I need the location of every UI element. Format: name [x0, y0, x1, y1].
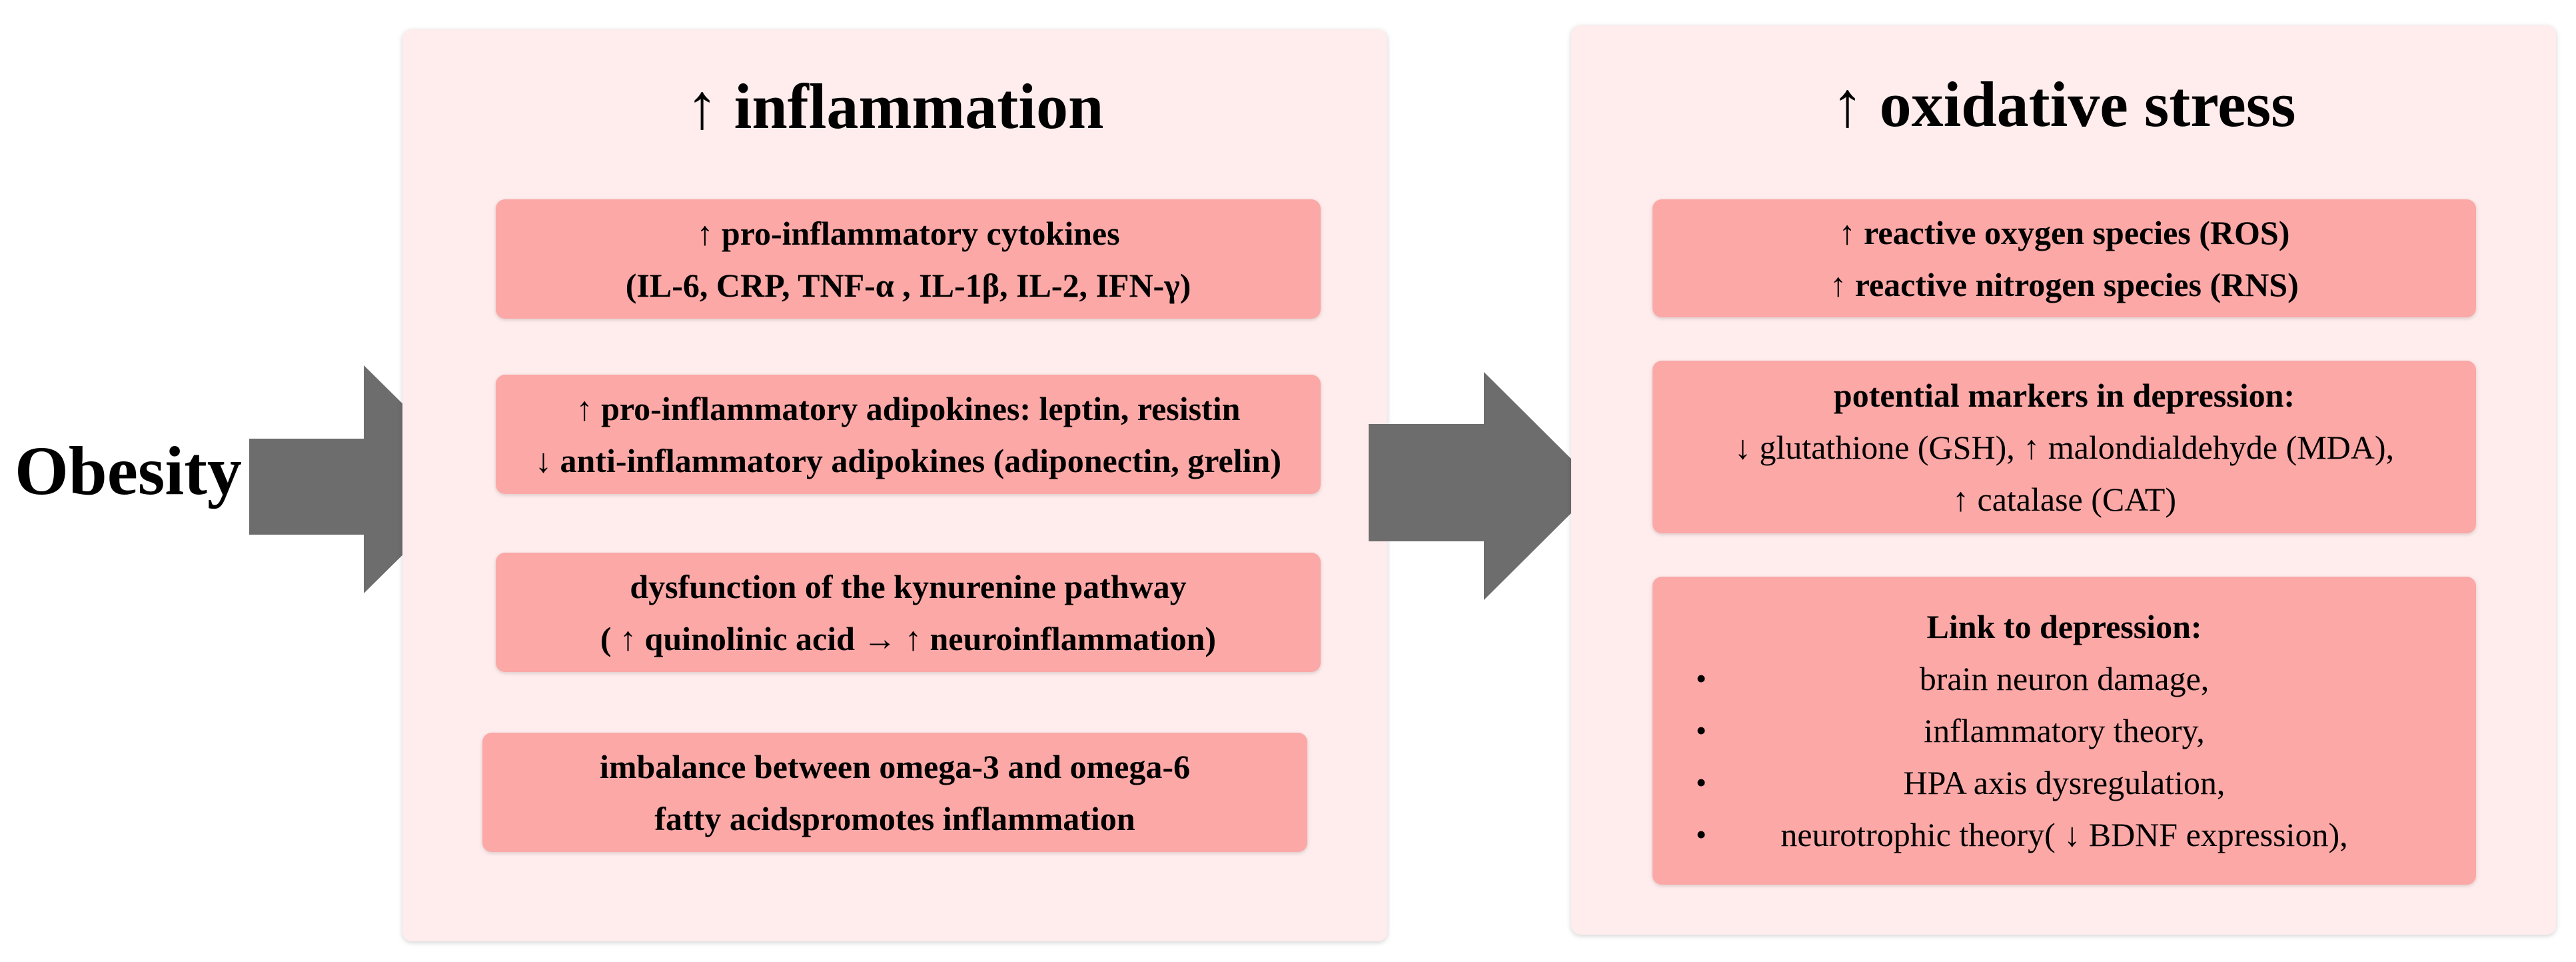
ros-rns-box: ↑ reactive oxygen species (ROS) ↑ reacti…	[1652, 199, 2476, 317]
link-item-text: inflammatory theory,	[1924, 712, 2205, 749]
rns-line: ↑ reactive nitrogen species (RNS)	[1830, 265, 2299, 303]
link-list-item: • HPA axis dysregulation,	[1666, 757, 2463, 809]
kynurenine-line-1: dysfunction of the kynurenine pathway	[630, 567, 1187, 605]
omega-line-2: fatty acidspromotes inflammation	[654, 799, 1135, 837]
link-item-text: brain neuron damage,	[1919, 660, 2210, 697]
cytokines-line-2: (IL-6, CRP, TNF-α , IL-1β, IL-2, IFN-γ)	[625, 266, 1191, 304]
obesity-label: Obesity	[15, 433, 242, 509]
markers-line-1: ↓ glutathione (GSH), ↑ malondialdehyde (…	[1734, 428, 2395, 466]
link-to-depression-box: Link to depression: • brain neuron damag…	[1652, 577, 2476, 885]
cytokines-line-1: ↑ pro-inflammatory cytokines	[696, 214, 1120, 252]
markers-heading: potential markers in depression:	[1833, 376, 2295, 414]
right-arrow-1-shape	[249, 365, 479, 593]
link-list-item: • brain neuron damage,	[1666, 653, 2463, 705]
kynurenine-line-2: ( ↑ quinolinic acid → ↑ neuroinflammatio…	[600, 619, 1217, 657]
omega-box: imbalance between omega-3 and omega-6 fa…	[482, 733, 1307, 852]
adipokines-line-2: ↓ anti-inflammatory adipokines (adiponec…	[535, 441, 1281, 479]
adipokines-box: ↑ pro-inflammatory adipokines: leptin, r…	[496, 375, 1321, 494]
link-item-text: neurotrophic theory( ↓ BDNF expression),	[1780, 816, 2348, 853]
kynurenine-box: dysfunction of the kynurenine pathway ( …	[496, 553, 1321, 672]
bullet-icon: •	[1696, 817, 1707, 851]
omega-line-1: imbalance between omega-3 and omega-6	[600, 747, 1190, 785]
link-list-item: • inflammatory theory,	[1666, 705, 2463, 757]
oxidative-stress-panel: ↑ oxidative stress ↑ reactive oxygen spe…	[1571, 25, 2556, 935]
link-item-text: HPA axis dysregulation,	[1903, 764, 2226, 801]
right-arrow-2-shape	[1369, 372, 1599, 600]
oxidative-stress-title: ↑ oxidative stress	[1831, 69, 2296, 140]
right-arrow-1	[249, 365, 479, 593]
link-list-item: • neurotrophic theory( ↓ BDNF expression…	[1666, 809, 2463, 861]
adipokines-line-1: ↑ pro-inflammatory adipokines: leptin, r…	[576, 389, 1241, 427]
inflammation-title: ↑ inflammation	[686, 71, 1104, 142]
link-heading: Link to depression:	[1926, 608, 2202, 645]
bullet-icon: •	[1696, 765, 1707, 799]
bullet-icon: •	[1696, 661, 1707, 695]
bullet-icon: •	[1696, 713, 1707, 747]
right-arrow-2	[1369, 372, 1599, 600]
cytokines-box: ↑ pro-inflammatory cytokines (IL-6, CRP,…	[496, 199, 1321, 319]
markers-box: potential markers in depression: ↓ gluta…	[1652, 361, 2476, 533]
link-list: • brain neuron damage, • inflammatory th…	[1666, 653, 2463, 861]
markers-line-2: ↑ catalase (CAT)	[1952, 480, 2176, 518]
ros-line: ↑ reactive oxygen species (ROS)	[1838, 213, 2290, 251]
inflammation-panel: ↑ inflammation ↑ pro-inflammatory cytoki…	[402, 29, 1387, 941]
